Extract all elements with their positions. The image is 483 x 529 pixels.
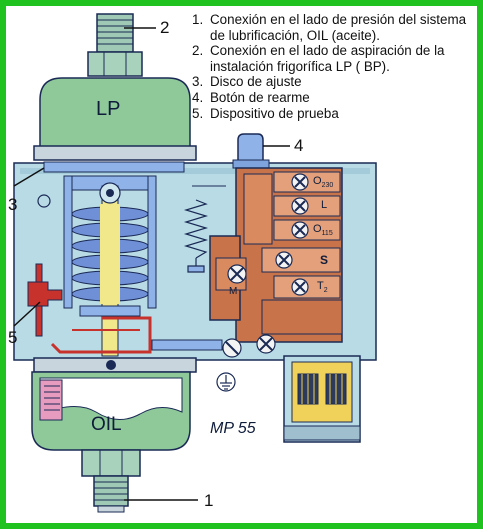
callout-4: 4 [294,136,304,155]
red-linkage [50,316,152,354]
legend-item: 3.Disco de ajuste [192,74,302,90]
lp-bellows-housing [39,77,191,151]
callout-2: 2 [160,18,170,37]
leader-lines [13,27,290,501]
top-fitting [87,13,143,77]
oil-bellows-cutaway [39,377,183,420]
adjusting-nut-center [106,189,114,197]
oil-bellows-ribs [44,385,60,411]
spring-frame-right [147,175,157,309]
adjusting-disc [43,161,185,173]
legend: 1.Conexión en el lado de presión del sis… [192,12,477,121]
housing-top-edge [20,168,370,174]
oil-label: OIL [91,414,122,435]
lp-flange [33,145,197,161]
terminal-t2-label: T2 [317,280,328,295]
spring-seat [79,305,141,317]
ground-screws [222,334,276,358]
differential-spring [183,199,209,273]
model-label: MP 55 [210,420,256,437]
spindle-bottom [106,360,116,370]
test-device [27,263,63,337]
terminal-l-label: L [321,199,328,211]
bottom-fitting [81,449,141,513]
callout-1: 1 [204,491,214,510]
spindle-core [100,204,120,304]
reset-button [237,133,264,167]
terminal-s-label: S [320,253,329,267]
callout-3: 3 [8,195,18,214]
terminal-m-label: M [229,286,238,297]
mount-hole [37,194,51,208]
bottom-lever [151,339,223,351]
terminal-o230-label: O230 [313,175,334,190]
legend-item: 4.Botón de rearme [192,89,310,105]
cable-gland [283,355,361,443]
legend-item: 1.Conexión en el lado de presión del sis… [192,12,467,43]
legend-item: 5.Dispositivo de prueba [192,105,339,121]
ground-symbol [216,372,236,392]
reset-button-base [232,159,270,169]
spring-frame-left [63,175,73,309]
callout-5: 5 [8,328,18,347]
terminal-screws [227,173,309,296]
lp-label: LP [96,98,121,120]
terminal-o115-label: O115 [313,223,333,238]
legend-item: 2.Conexión en el lado de aspiración de l… [192,43,445,74]
